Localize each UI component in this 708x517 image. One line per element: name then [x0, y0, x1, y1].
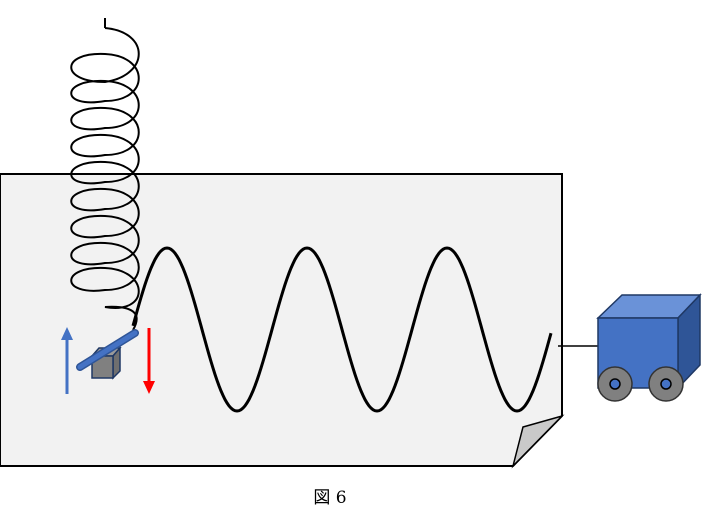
cart — [596, 293, 702, 402]
figure-caption: 図 6 — [313, 488, 347, 508]
recorded-wave — [131, 246, 553, 413]
cart-wheel — [597, 366, 633, 402]
cart-wheel — [648, 366, 684, 402]
spring — [70, 18, 140, 331]
pen-weight — [76, 329, 139, 380]
paper-fold — [511, 414, 565, 469]
down-arrow — [143, 328, 155, 394]
up-arrow — [61, 327, 73, 394]
spring-coil — [70, 27, 140, 331]
